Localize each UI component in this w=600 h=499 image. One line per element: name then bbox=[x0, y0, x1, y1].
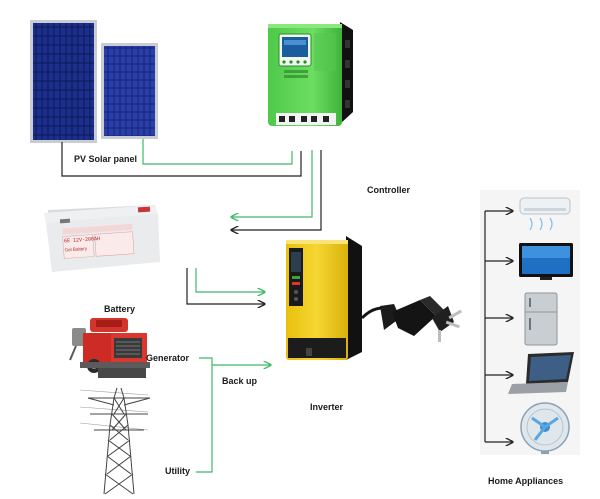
solar-panel-icon bbox=[30, 20, 158, 143]
tv-icon bbox=[519, 243, 573, 280]
generator-label: Generator bbox=[146, 353, 190, 363]
backup-green-wire bbox=[196, 357, 213, 473]
charge-controller-icon bbox=[268, 22, 353, 126]
battery-label: Battery bbox=[104, 304, 136, 314]
laptop-icon bbox=[508, 352, 574, 394]
controller-to-battery-black-wire bbox=[232, 150, 322, 230]
battery-to-inverter-black-wire bbox=[186, 268, 264, 304]
appliance-bus-wires bbox=[484, 211, 512, 442]
backup-label: Back up bbox=[222, 376, 258, 386]
power-plug-icon bbox=[360, 296, 463, 342]
panel-to-controller-black-wire bbox=[61, 142, 302, 177]
utility-label: Utility bbox=[165, 466, 191, 476]
battery-icon: 6E 12V-200AH Gel Battery bbox=[44, 205, 160, 272]
controller-to-battery-green-wire bbox=[232, 150, 313, 217]
refrigerator-icon bbox=[524, 292, 558, 346]
connection-wires bbox=[61, 139, 322, 473]
panel-to-controller-green-wire bbox=[142, 139, 293, 165]
battery-brand-label: Gel Battery bbox=[64, 246, 88, 253]
transmission-tower-icon bbox=[79, 387, 151, 495]
battery-to-inverter-green-wire bbox=[195, 268, 264, 292]
battery-model-label: 6E 12V-200AH bbox=[64, 236, 100, 245]
controller-label: Controller bbox=[367, 185, 411, 195]
home-appliances-label: Home Appliances bbox=[488, 476, 564, 486]
inverter-icon bbox=[286, 236, 362, 360]
air-conditioner-icon bbox=[519, 197, 571, 231]
generator-icon bbox=[69, 318, 150, 378]
inverter-label: Inverter bbox=[310, 402, 344, 412]
solar-panel-label: PV Solar panel bbox=[74, 154, 138, 164]
fan-icon bbox=[520, 402, 570, 454]
